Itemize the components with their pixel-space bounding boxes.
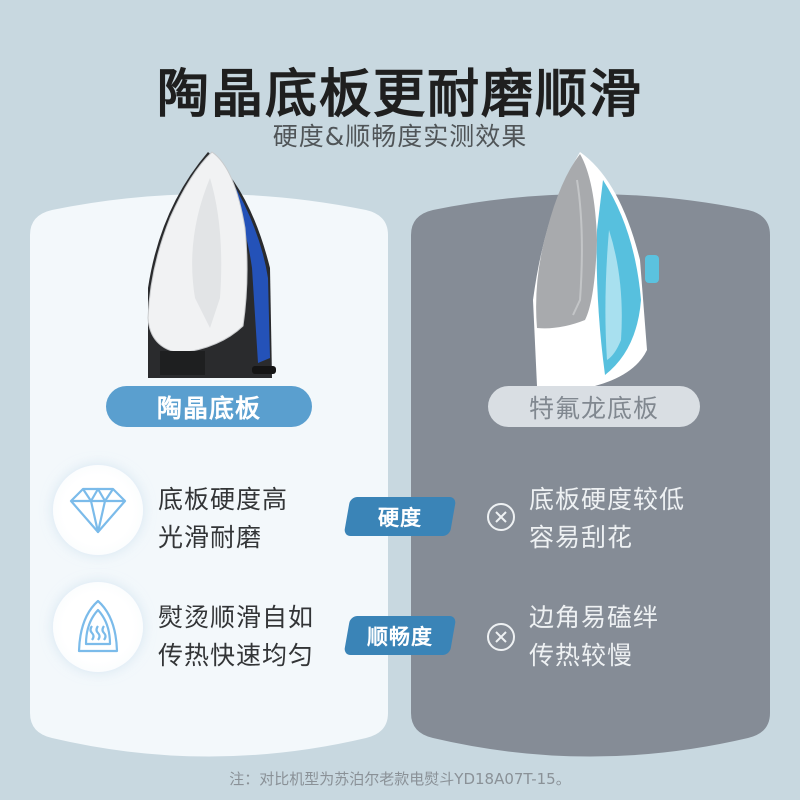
teflon-feature-hardness: 底板硬度较低 容易刮花 [529,485,686,552]
ceramic-feature-hardness: 底板硬度高 光滑耐磨 [158,485,289,552]
ceramic-feature-smoothness: 熨烫顺滑自如 传热快速均匀 [158,603,315,670]
ceramic-soleplate-label: 陶晶底板 [106,386,312,427]
x-circle-icon [487,623,515,651]
diamond-icon [69,487,127,534]
page-title: 陶晶底板更耐磨顺滑 [156,65,643,125]
diamond-icon-badge [53,465,143,555]
teflon-feature-smoothness: 边角易磕绊 传热较慢 [529,603,660,670]
teflon-iron-image [533,152,659,386]
iron-heat-icon-badge [53,582,143,672]
right-card [411,194,770,757]
page-subtitle: 硬度&顺畅度实测效果 [272,122,528,151]
teflon-soleplate-label: 特氟龙底板 [488,386,700,427]
iron-heat-icon [77,599,119,653]
x-circle-icon [487,503,515,531]
footnote: 注：对比机型为苏泊尔老款电熨斗YD18A07T-15。 [229,770,571,788]
hardness-badge: 硬度 [343,497,457,536]
smoothness-badge: 顺畅度 [343,616,457,655]
ceramic-iron-image [147,151,276,378]
